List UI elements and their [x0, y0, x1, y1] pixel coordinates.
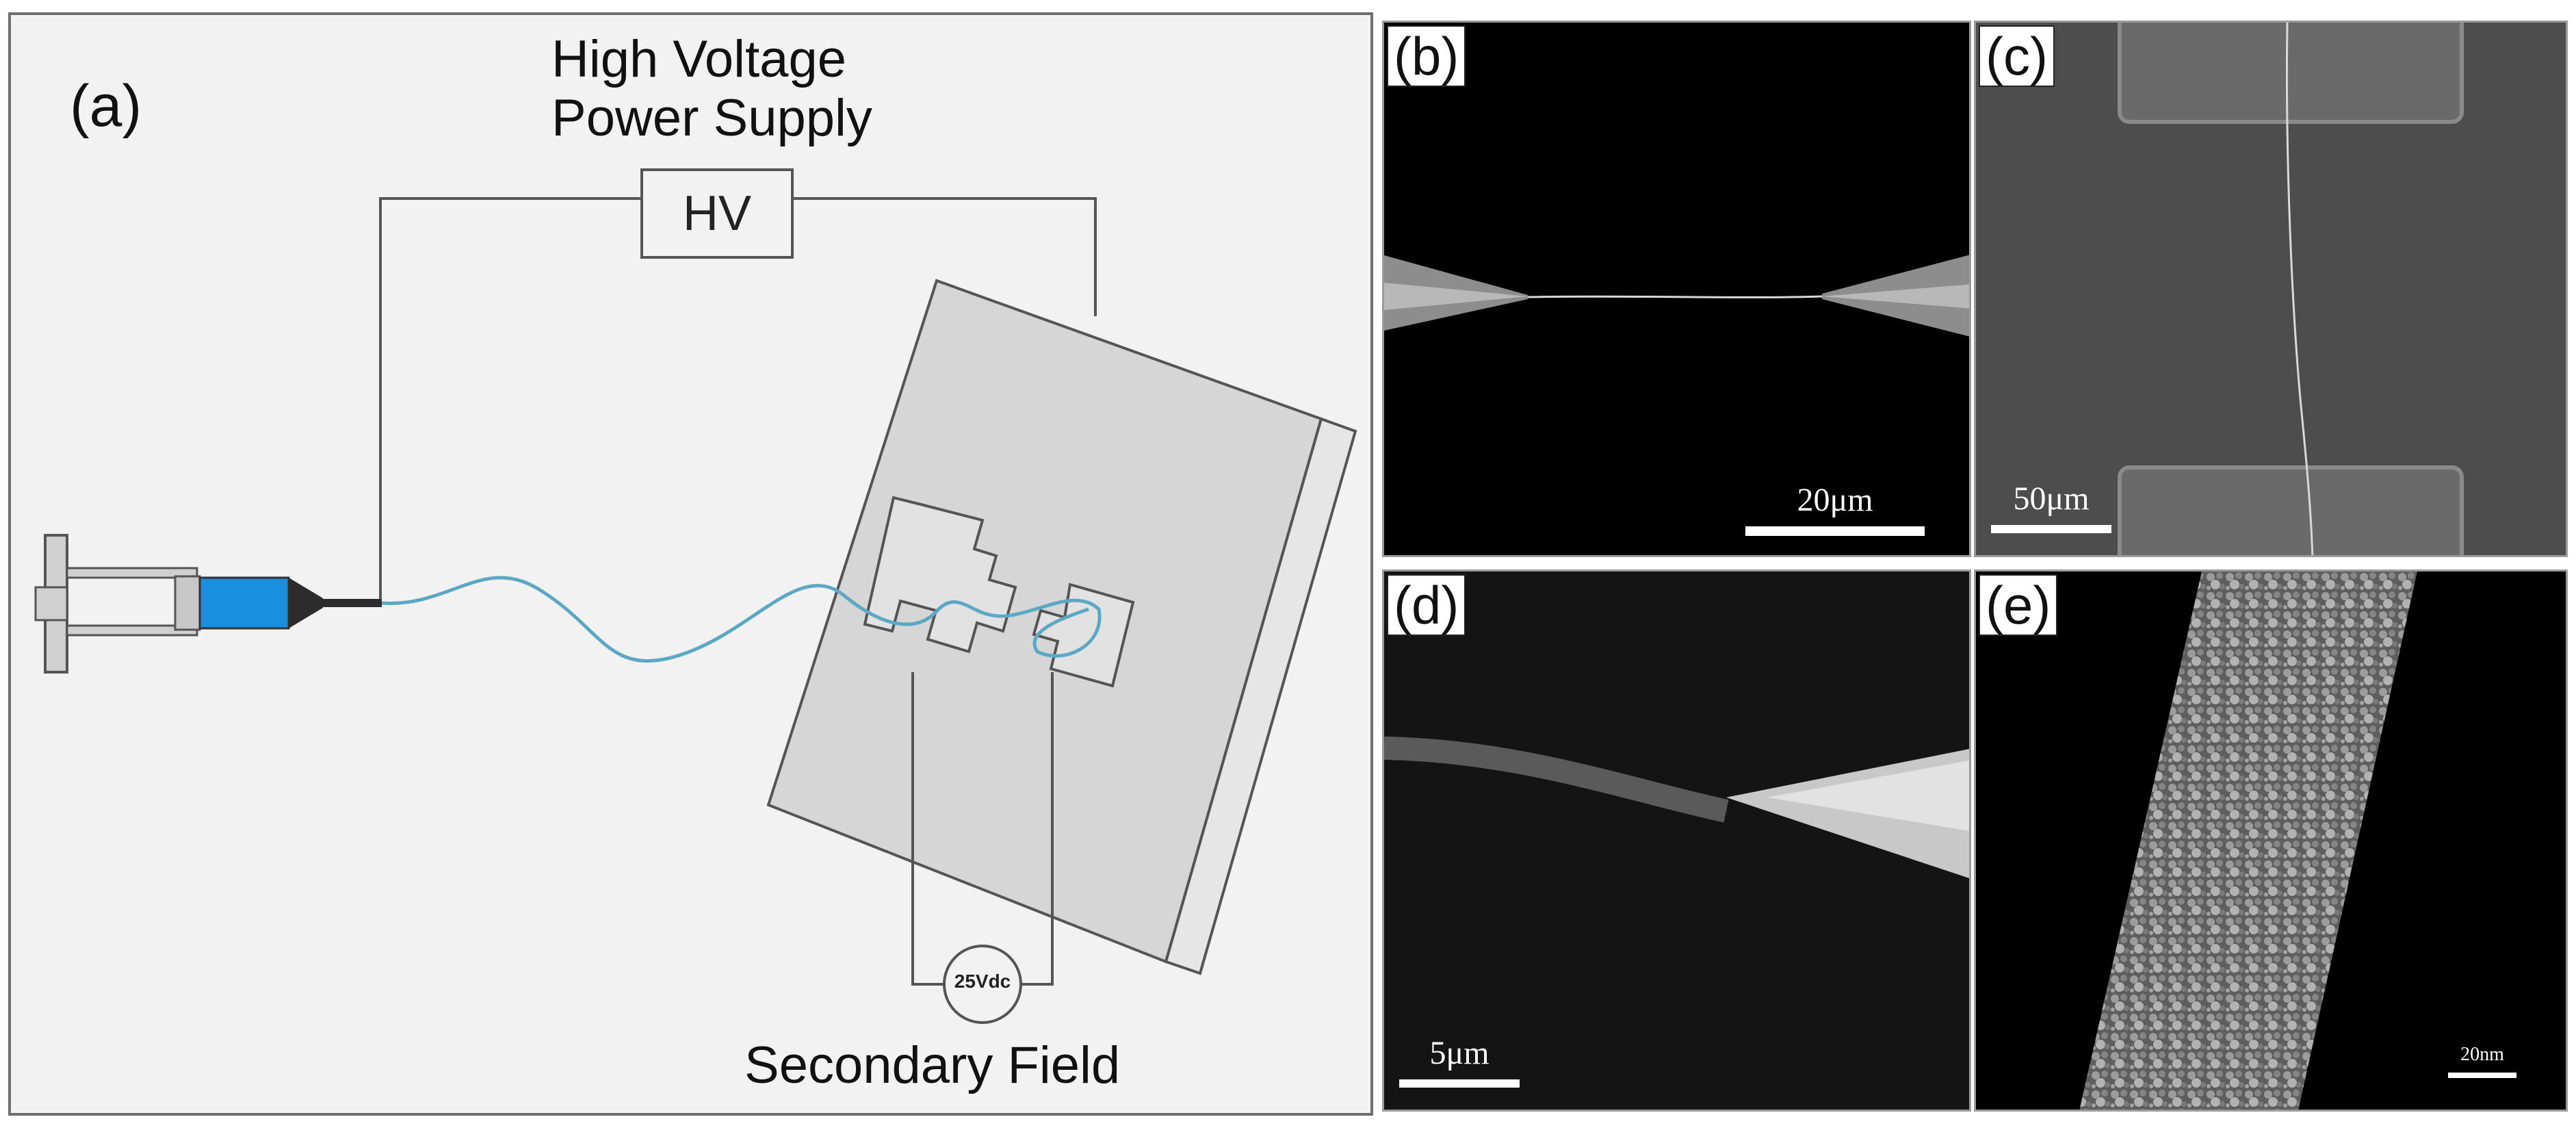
power-supply-title-line2: Power Supply [551, 89, 872, 147]
scale-label-c: 50μm [2013, 480, 2090, 517]
scale-line-b [1745, 526, 1925, 536]
hv-box-label: HV [682, 186, 752, 241]
nanofiber [1384, 736, 1729, 823]
scale-line-d [1399, 1079, 1520, 1088]
syringe-needle [323, 599, 382, 607]
panel-b-sem-image: (b) 20μm [1382, 21, 1971, 557]
panel-e-sem-image: (e) 20nm [1974, 569, 2568, 1112]
syringe-plunger-stub [34, 586, 68, 621]
power-supply-title-line1: High Voltage [551, 30, 846, 88]
scale-line-c [1991, 525, 2111, 533]
left-tip-highlight [1384, 283, 1528, 310]
syringe-barrel [198, 576, 290, 630]
hv-box [640, 168, 794, 259]
collector-plate-edge [1164, 417, 1357, 975]
panel-d-sem-image: (d) 5μm [1382, 569, 1971, 1112]
syringe-rod-top [66, 567, 198, 579]
scale-label-b: 20μm [1797, 482, 1873, 518]
schematic-drawing [34, 168, 1357, 1024]
syringe-cone [289, 578, 323, 628]
top-pad [2118, 23, 2464, 124]
scale-bar-d: 5μm [1399, 1034, 1520, 1103]
scale-label-d: 5μm [1429, 1035, 1489, 1071]
sem-image-b [1384, 255, 1969, 337]
nanofiber [2285, 23, 2314, 555]
panel-label-e: (e) [1979, 574, 2058, 636]
voltmeter-label: 25Vdc [954, 971, 1011, 992]
panel-c-sem-image: (c) 50μm [1974, 21, 2568, 557]
scale-bar-c: 50μm [1991, 480, 2111, 548]
nanofiber [1527, 295, 1823, 298]
hv-wire-left [379, 197, 642, 602]
sem-image-c [1976, 23, 2566, 555]
voltmeter-icon [943, 945, 1022, 1024]
right-electrode [1032, 582, 1135, 688]
sem-image-e [2079, 572, 2417, 1110]
secondary-field-label: Secondary Field [744, 1036, 1121, 1094]
bottom-pad [2118, 465, 2464, 555]
secondary-wire-left [911, 672, 947, 986]
hv-wire-right [792, 197, 1097, 316]
panel-a-schematic: (a) High Voltage Power Supply HV 25Vdc S… [8, 12, 1373, 1116]
right-tip-highlight [1822, 284, 1969, 309]
textured-fiber [2079, 572, 2417, 1110]
panel-label-b: (b) [1387, 25, 1466, 87]
secondary-wire-right [1018, 672, 1054, 986]
left-electrode [863, 496, 1017, 654]
panel-label-d: (d) [1387, 574, 1466, 636]
panel-label-a: (a) [70, 73, 142, 139]
scale-bar-b: 20μm [1745, 481, 1925, 550]
scale-bar-e: 20nm [2448, 1044, 2516, 1099]
panel-label-c: (c) [1979, 25, 2055, 87]
electrospun-fiber [381, 576, 1102, 663]
scale-label-e: 20nm [2460, 1044, 2504, 1065]
syringe-piston [174, 575, 201, 631]
scale-line-e [2448, 1073, 2516, 1078]
sem-image-d [1384, 572, 1969, 1110]
tip-highlight [1767, 760, 1969, 832]
